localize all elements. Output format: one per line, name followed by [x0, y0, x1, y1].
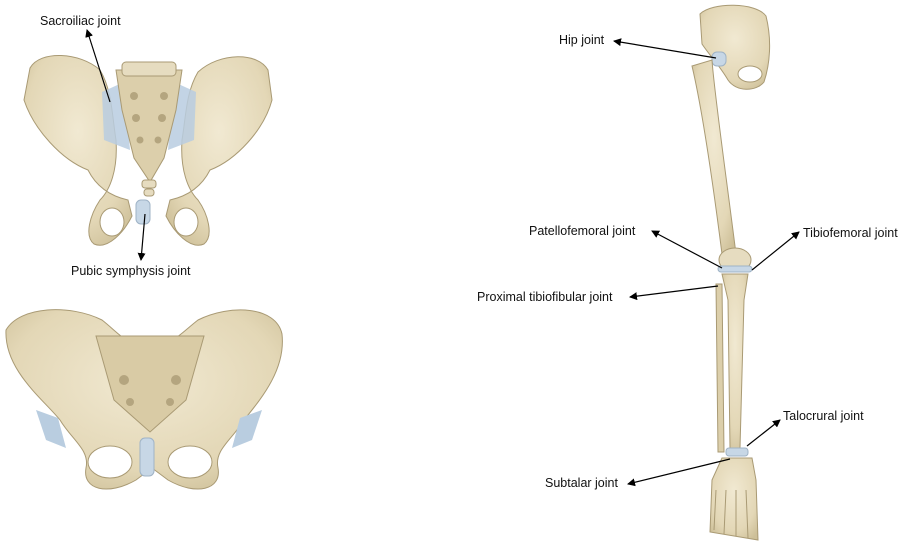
posterior-pelvis-illustration — [23, 55, 273, 246]
label-proximal-tibiofibular-joint: Proximal tibiofibular joint — [477, 290, 613, 304]
label-pubic-symphysis-joint: Pubic symphysis joint — [71, 264, 191, 278]
subtalar-arrow — [627, 458, 731, 487]
proximal-tibiofibular-arrow — [629, 285, 719, 301]
lower-limb-illustration — [691, 4, 771, 541]
arrow-layer — [85, 29, 800, 487]
label-subtalar-joint: Subtalar joint — [545, 476, 618, 490]
label-talocrural-joint: Talocrural joint — [783, 409, 864, 423]
patellofemoral-arrow — [651, 230, 723, 269]
pubic-symphysis-arrow — [137, 213, 146, 261]
label-patellofemoral-joint: Patellofemoral joint — [529, 224, 636, 238]
label-hip-joint: Hip joint — [559, 33, 605, 47]
sacroiliac-arrow — [85, 29, 111, 103]
label-tibiofemoral-joint: Tibiofemoral joint — [803, 226, 898, 240]
hip-arrow — [613, 38, 717, 59]
anterior-pelvis-illustration — [5, 309, 283, 490]
talocrural-arrow — [746, 419, 781, 447]
tibiofemoral-arrow — [751, 231, 800, 271]
label-sacroiliac-joint: Sacroiliac joint — [40, 14, 121, 28]
